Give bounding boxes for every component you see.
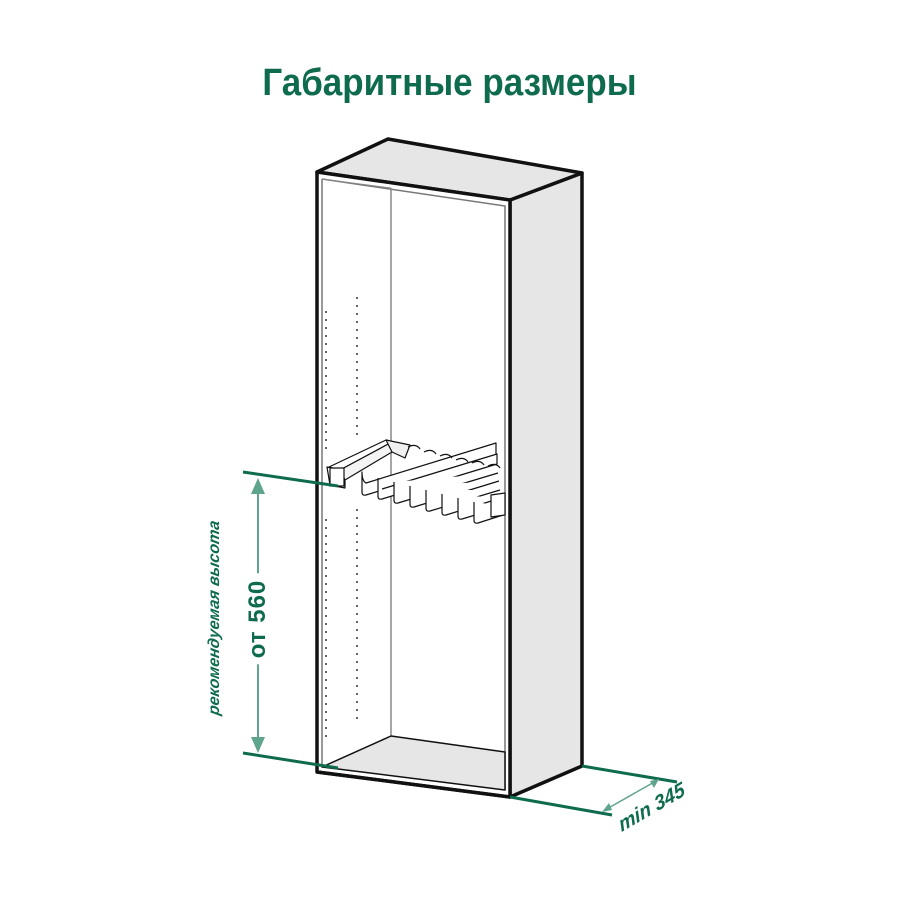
arrow-down-icon: [251, 737, 265, 753]
height-value: от 560: [242, 573, 274, 665]
height-top-extension-line: [242, 470, 339, 488]
height-dimension: [242, 470, 339, 770]
arrow-front-icon: [602, 803, 612, 812]
height-caption: рекомендуемая высота: [206, 519, 223, 717]
height-bottom-extension-line: [242, 751, 339, 770]
cabinet-side-panel: [508, 171, 584, 799]
shelf-holes-back: [356, 297, 358, 719]
depth-arrow-line: [604, 780, 657, 811]
depth-front-extension-line: [509, 795, 613, 817]
depth-dimension: [509, 764, 678, 817]
trouser-rack: [326, 439, 506, 524]
cabinet-inner-edge: [321, 178, 506, 790]
shelf-holes-front: [325, 311, 327, 737]
arrow-up-icon: [251, 478, 265, 494]
depth-back-extension-line: [581, 764, 678, 784]
arrow-back-icon: [650, 779, 659, 788]
page-title: Габаритные размеры: [262, 62, 637, 104]
cabinet-bottom-panel: [321, 735, 506, 791]
